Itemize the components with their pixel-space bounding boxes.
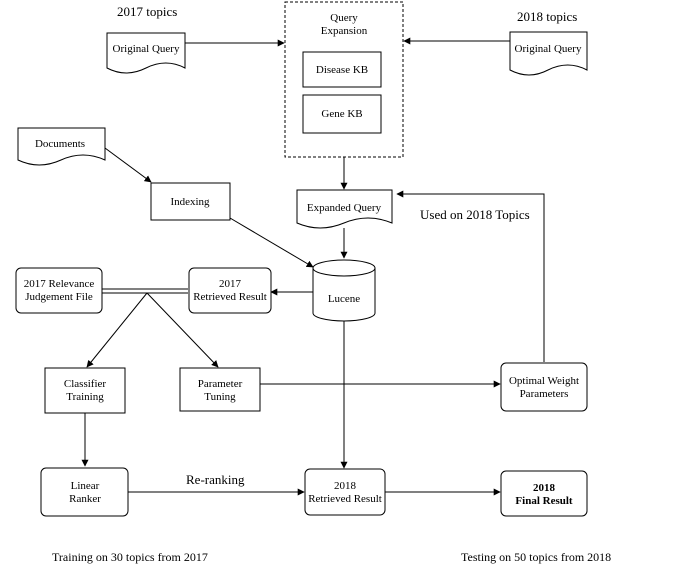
retrieved-2017-node: 2017 Retrieved Result (188, 267, 272, 314)
linear-ranker-label-2: Ranker (69, 493, 101, 505)
optimal-weight-label-1: Optimal Weight (509, 375, 579, 387)
documents-shape (17, 127, 106, 166)
retrieved-2017-box (188, 267, 272, 314)
final-result-box (500, 470, 588, 517)
classifier-training-box (44, 367, 126, 414)
edge-to-parameter (146, 292, 219, 368)
retrieved-2018-label-1: 2018 (334, 480, 357, 492)
retrieved-2017-label-2: Retrieved Result (193, 291, 267, 303)
parameter-tuning-box (179, 367, 261, 412)
original-query-2018-shape (509, 31, 588, 76)
query-expansion-label-1: Query (330, 12, 358, 24)
relevance-judgement-label-1: 2017 Relevance (24, 278, 95, 290)
retrieved-2018-label-2: Retrieved Result (308, 493, 382, 505)
lucene-label: Lucene (328, 293, 360, 305)
edge-documents-to-indexing (104, 147, 152, 183)
label-2018-topics: 2018 topics (517, 9, 577, 24)
parameter-tuning-label-1: Parameter (198, 378, 243, 390)
disease-kb-label: Disease KB (316, 64, 368, 76)
label-used-on-2018: Used on 2018 Topics (420, 207, 530, 222)
expanded-query-label: Expanded Query (307, 202, 382, 214)
label-re-ranking: Re-ranking (186, 472, 245, 487)
documents-label: Documents (35, 138, 85, 150)
original-query-2017-label: Original Query (113, 43, 180, 55)
original-query-2017-node: Original Query (106, 32, 186, 74)
query-expansion-group: Query Expansion Disease KB Gene KB (284, 1, 404, 158)
optimal-weight-label-2: Parameters (520, 388, 569, 400)
final-result-node: 2018 Final Result (500, 470, 588, 517)
disease-kb-box (302, 51, 382, 88)
lucene-node: Lucene (312, 259, 376, 322)
edges (81, 37, 545, 496)
edge-indexing-to-lucene (229, 217, 314, 268)
original-query-2017-shape (106, 32, 186, 74)
original-query-2018-label: Original Query (515, 43, 582, 55)
indexing-label: Indexing (170, 196, 210, 208)
linear-ranker-node: Linear Ranker (40, 467, 129, 517)
indexing-node: Indexing (150, 182, 231, 221)
linear-ranker-label-1: Linear (71, 480, 100, 492)
relevance-judgement-label-2: Judgement File (25, 291, 93, 303)
indexing-box (150, 182, 231, 221)
expanded-query-shape (296, 189, 393, 229)
lucene-body (312, 268, 376, 322)
classifier-training-label-2: Training (66, 391, 104, 403)
optimal-weight-box (500, 362, 588, 412)
final-result-label-2: Final Result (515, 495, 572, 507)
parameter-tuning-node: Parameter Tuning (179, 367, 261, 412)
original-query-2018-node: Original Query (509, 31, 588, 76)
linear-ranker-box (40, 467, 129, 517)
label-training-caption: Training on 30 topics from 2017 (52, 550, 208, 564)
classifier-training-node: Classifier Training (44, 367, 126, 414)
gene-kb-box (302, 94, 382, 134)
documents-node: Documents (17, 127, 106, 166)
classifier-training-label-1: Classifier (64, 378, 106, 390)
edge-optimal-to-expanded (396, 190, 545, 362)
retrieved-2017-label-1: 2017 (219, 278, 242, 290)
gene-kb-label: Gene KB (321, 108, 362, 120)
label-testing-caption: Testing on 50 topics from 2018 (461, 550, 611, 564)
lucene-top (312, 259, 376, 277)
optimal-weight-node: Optimal Weight Parameters (500, 362, 588, 412)
relevance-judgement-box (15, 267, 103, 314)
parameter-tuning-label-2: Tuning (204, 391, 236, 403)
query-expansion-label-2: Expansion (321, 25, 368, 37)
final-result-label-1: 2018 (533, 482, 556, 494)
label-2017-topics: 2017 topics (117, 4, 177, 19)
relevance-judgement-node: 2017 Relevance Judgement File (15, 267, 103, 314)
expanded-query-node: Expanded Query (296, 189, 393, 229)
retrieved-2018-node: 2018 Retrieved Result (304, 468, 386, 516)
edge-to-classifier (86, 292, 148, 368)
retrieved-2018-box (304, 468, 386, 516)
